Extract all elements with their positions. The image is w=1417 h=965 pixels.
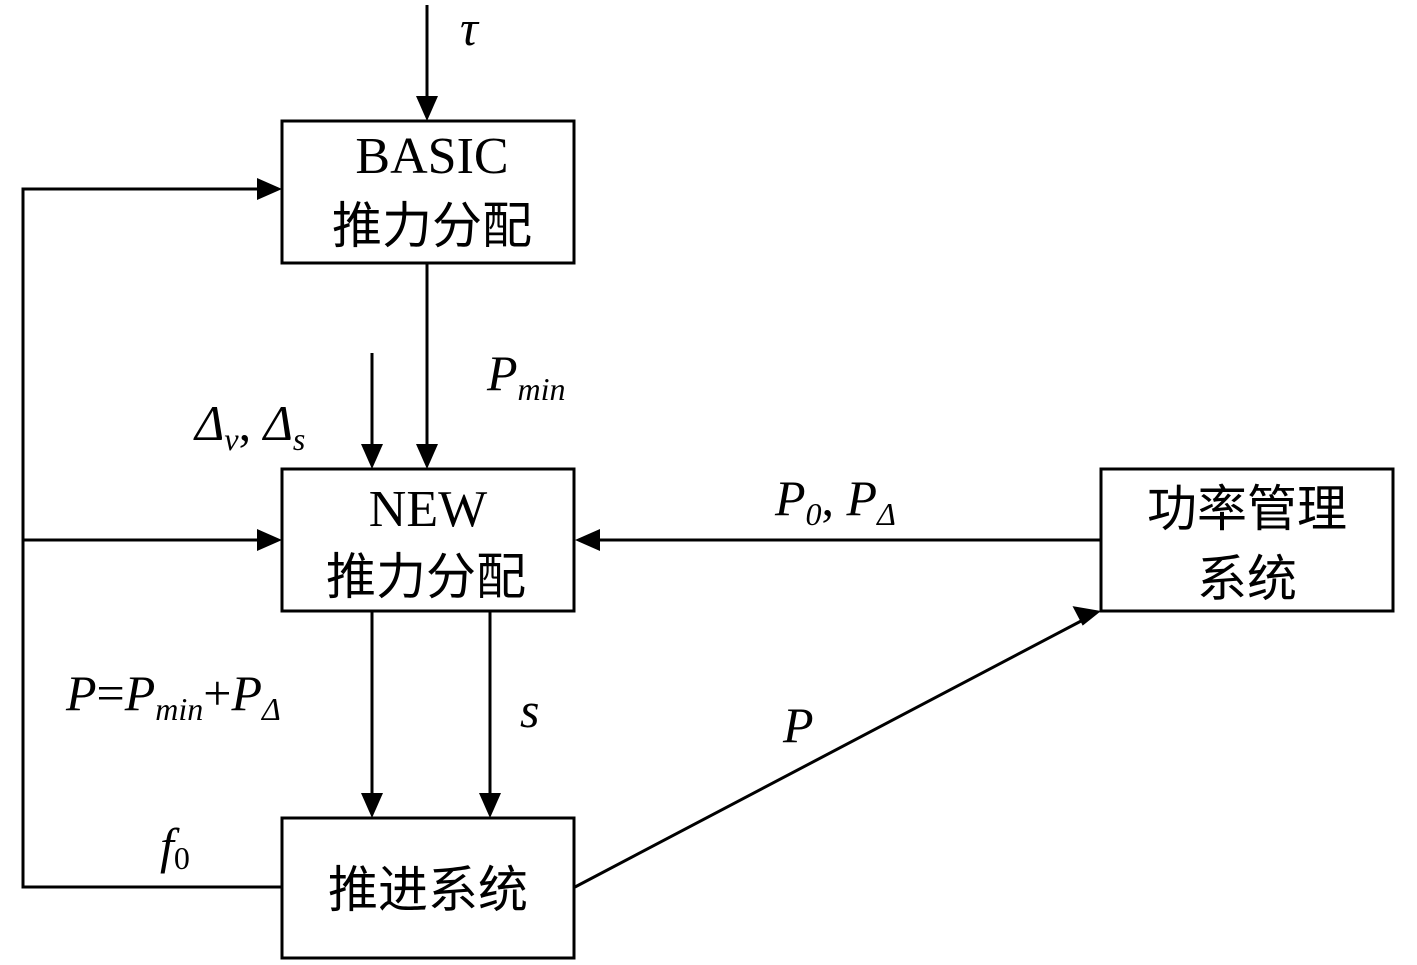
feedback-basic-arrowhead [257, 178, 282, 200]
p-sum-arrowhead [361, 793, 383, 818]
p0-pdelta-label: P0, PΔ [774, 470, 896, 532]
f0-label: f0 [160, 818, 190, 876]
delta-label: Δv, Δs [193, 395, 305, 457]
p-equation-label: P=Pmin+PΔ [65, 665, 281, 727]
feedback-new-arrowhead [257, 529, 282, 551]
p-power-label: P [782, 697, 814, 753]
power-box-line1: 功率管理 [1147, 480, 1347, 538]
propulsion-box-label: 推进系统 [328, 861, 528, 919]
delta-arrowhead [361, 444, 383, 469]
power-to-new-arrowhead [575, 529, 600, 551]
s-arrowhead [479, 793, 501, 818]
new-box-subtitle: 推力分配 [326, 548, 526, 606]
basic-box-subtitle: 推力分配 [332, 197, 532, 255]
new-box-title: NEW [369, 481, 487, 538]
basic-allocation-box: BASIC 推力分配 [280, 119, 576, 265]
tau-arrowhead [416, 96, 438, 121]
p-to-power-arrowhead [1072, 606, 1101, 626]
connectors [21, 5, 1101, 889]
propulsion-system-box: 推进系统 [280, 816, 576, 960]
power-management-box: 功率管理 系统 [1099, 467, 1395, 613]
f0-feedback-line [21, 187, 282, 889]
pmin-arrowhead [416, 444, 438, 469]
power-box-line2: 系统 [1197, 550, 1297, 608]
new-allocation-box: NEW 推力分配 [280, 467, 576, 613]
p-to-power-line [574, 618, 1084, 889]
pmin-label: Pmin [486, 345, 566, 407]
tau-label: τ [460, 0, 480, 56]
s-label: s [520, 682, 539, 738]
basic-box-title: BASIC [355, 128, 508, 185]
